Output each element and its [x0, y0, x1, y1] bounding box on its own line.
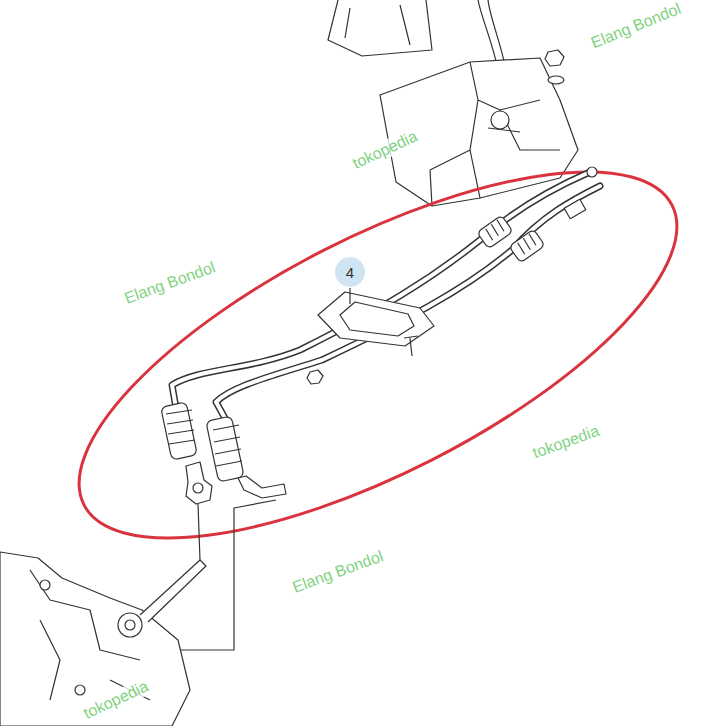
callout-number: 4 [346, 264, 354, 281]
shift-lever [478, 0, 506, 70]
washer [548, 76, 564, 84]
cable-end-rod [238, 476, 286, 498]
housing-pivot [491, 111, 509, 129]
nut [545, 50, 564, 66]
shift-arm [140, 560, 206, 622]
bolt [404, 336, 418, 356]
shift-cable [172, 172, 590, 408]
link-hole [193, 483, 203, 493]
shift-boot [328, 0, 432, 56]
shift-cable-core [172, 172, 590, 408]
grommet-inner [340, 302, 414, 336]
lower-boots [161, 402, 244, 482]
cable-end-link [186, 462, 212, 504]
upper-boots [477, 215, 545, 263]
transmission-detail [30, 570, 150, 700]
bolt-head [40, 580, 50, 590]
watermark: Elang Bondol [587, 0, 686, 53]
nut-small [307, 370, 323, 384]
highlight-ellipse [30, 100, 725, 610]
watermark: tokopedia [528, 421, 603, 463]
select-cable [216, 186, 600, 420]
cable-connector [564, 199, 586, 218]
transmission-case [0, 552, 190, 726]
shift-boot-fold [345, 5, 410, 45]
cable-eye [587, 167, 597, 177]
grommet-plate [318, 292, 434, 346]
shift-shaft-inner [125, 620, 135, 630]
select-cable-core [216, 186, 600, 420]
watermark: Elang Bondol [288, 547, 387, 598]
housing-stud [488, 128, 520, 132]
shift-shaft [118, 613, 142, 637]
callout-circle: 4 [335, 257, 365, 287]
leader-line [349, 288, 350, 304]
watermark: Elang Bondol [120, 258, 219, 309]
bolt-head [75, 685, 85, 695]
